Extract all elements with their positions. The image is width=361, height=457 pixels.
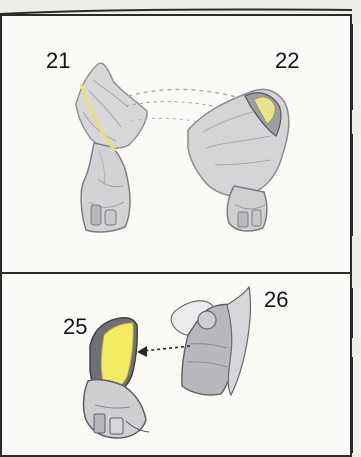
step-panel-shoulder: [0, 272, 352, 457]
step-number-22: 22: [275, 50, 299, 72]
page-edge-tab: [351, 288, 361, 338]
step-number-21: 21: [46, 50, 70, 72]
step-number-25: 25: [63, 316, 87, 338]
page-edge-tab: [351, 24, 361, 110]
page-edge-tab: [351, 357, 361, 453]
step-number-26: 26: [264, 289, 288, 311]
page-edge-tab: [351, 134, 361, 236]
